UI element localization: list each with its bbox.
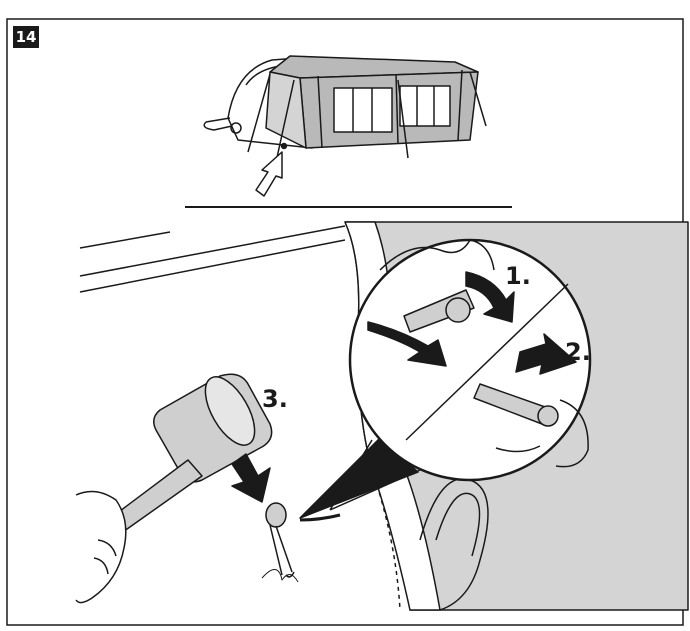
awning-window-left — [333, 87, 393, 133]
arrow-push — [367, 321, 447, 367]
hand-upper — [379, 239, 495, 271]
hand-left — [75, 490, 127, 604]
hand-lower — [495, 399, 589, 468]
caravan-wheel — [230, 122, 242, 134]
awning-overview — [203, 55, 487, 197]
down-arrow — [231, 453, 271, 503]
pointer-arrow — [255, 151, 283, 197]
awning-window-right — [399, 85, 451, 127]
strap-loop — [419, 478, 489, 611]
detail-divider — [405, 283, 569, 441]
arrow-rotate — [465, 271, 515, 323]
awning-side — [265, 71, 307, 149]
peg — [261, 502, 299, 583]
awning-edge-lines — [79, 225, 346, 293]
step-label-1: 1. — [505, 262, 531, 290]
mallet — [107, 373, 273, 535]
step-label-2: 2. — [565, 338, 591, 366]
caravan-hitch — [203, 117, 233, 131]
step-label-3: 3. — [262, 385, 288, 413]
peg-closeup — [75, 221, 689, 611]
step-number-badge: 14 — [13, 26, 39, 48]
peg-location-dot — [280, 142, 288, 150]
arrow-insert — [515, 333, 577, 375]
